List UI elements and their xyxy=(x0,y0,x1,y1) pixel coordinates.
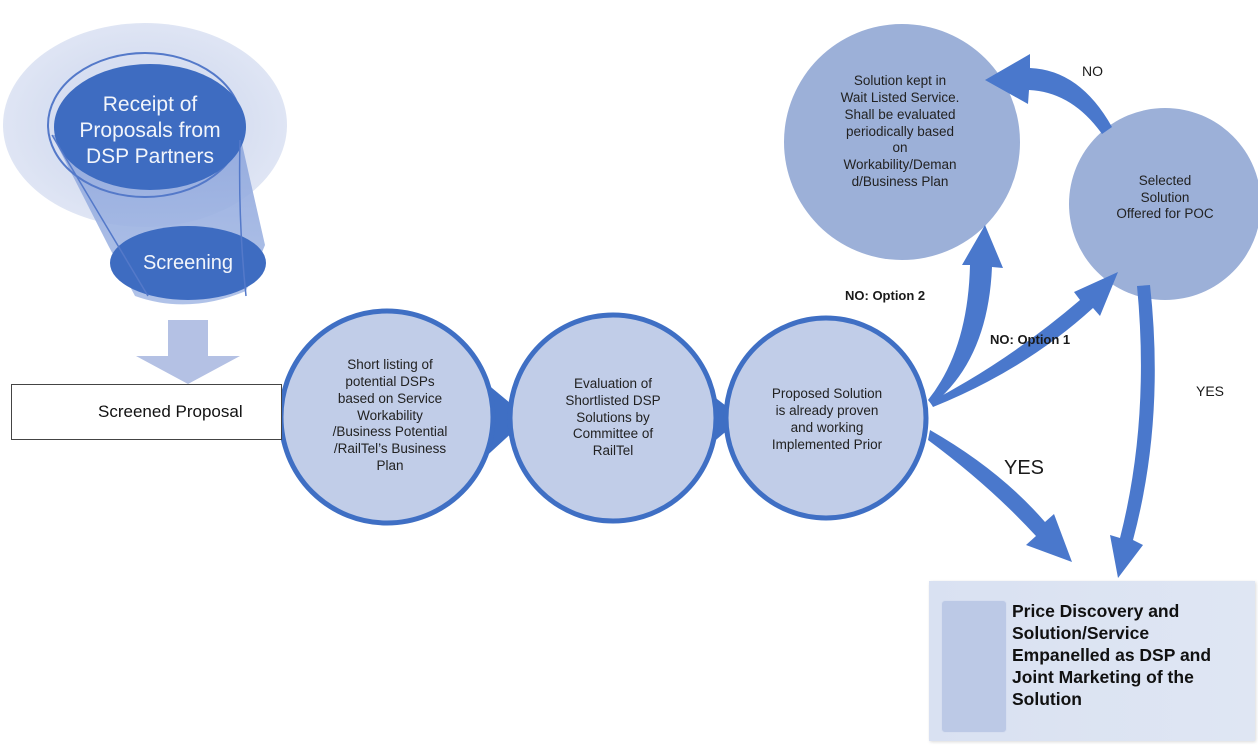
option1-arrow xyxy=(930,272,1118,407)
down-arrow xyxy=(136,320,240,384)
poc-yes-label: YES xyxy=(1196,383,1225,400)
poc-text: Selected Solution Offered for POC xyxy=(1116,172,1214,222)
evaluation-circle xyxy=(507,312,719,524)
edge-arrows xyxy=(928,54,1155,578)
screening-label: Screening xyxy=(142,251,234,274)
option2-label: NO: Option 2 xyxy=(845,287,926,303)
poc-yes-arrow xyxy=(1110,285,1155,578)
waitlisted-text: Solution kept in Wait Listed Service. Sh… xyxy=(840,72,960,190)
poc-circle xyxy=(1069,108,1258,300)
screening-ellipse xyxy=(110,226,266,300)
option2-arrow xyxy=(928,225,1003,405)
proven-circle xyxy=(723,315,929,521)
shortlisting-text: Short listing of potential DSPs based on… xyxy=(332,356,448,474)
funnel-graphic xyxy=(3,23,287,305)
funnel-title: Receipt of Proposals from DSP Partners xyxy=(79,92,221,169)
waitlisted-circle xyxy=(784,24,1020,260)
evaluation-text: Evaluation of Shortlisted DSP Solutions … xyxy=(565,375,661,459)
screened-proposal-box xyxy=(11,384,282,440)
funnel-outline xyxy=(51,134,247,297)
no-label: NO xyxy=(1082,63,1103,80)
final-accent-square xyxy=(941,600,1007,733)
option1-label: NO: Option 1 xyxy=(990,331,1071,347)
proven-text: Proposed Solution is already proven and … xyxy=(771,386,883,452)
screened-proposal-label: Screened Proposal xyxy=(98,402,243,422)
main-yes-arrow xyxy=(928,430,1072,562)
main-yes-label: YES xyxy=(1004,456,1045,479)
funnel-top-inner xyxy=(54,64,246,190)
main-chain xyxy=(278,308,929,526)
final-outcome-text: Price Discovery and Solution/Service Emp… xyxy=(1012,601,1212,710)
no-arrow xyxy=(985,54,1112,134)
